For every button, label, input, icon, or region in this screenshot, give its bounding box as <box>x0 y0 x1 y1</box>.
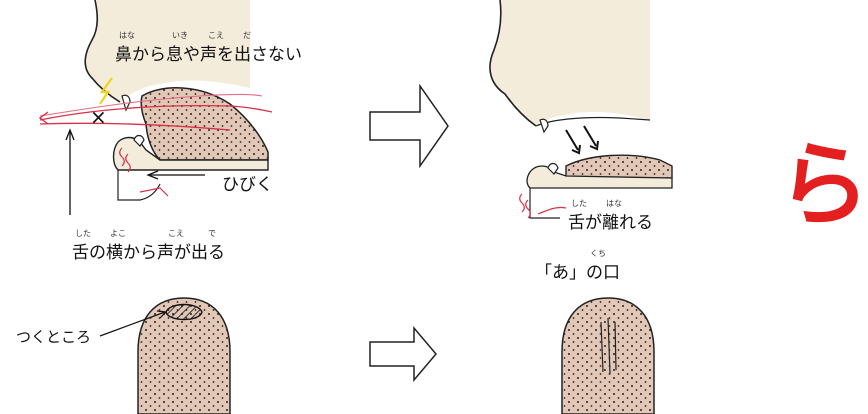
label-contact-point: つくところ <box>16 326 91 347</box>
label-no-nasal-breath: 鼻から息や声を出さない <box>115 40 302 65</box>
mouth-side-view-after <box>490 0 672 218</box>
big-kana-ra: ら <box>778 140 868 232</box>
label-a-mouth: 「あ」の口 <box>535 258 620 283</box>
label-side-voice: 舌の横から声が出る <box>72 238 225 263</box>
label-tongue-release: 舌が離れる <box>568 208 653 233</box>
right-arrow-icon <box>370 86 448 166</box>
tongue-top-view-released <box>562 298 654 414</box>
right-arrow-icon <box>370 328 436 380</box>
label-hibiku: ひびく <box>222 170 273 195</box>
cross-mark: × <box>90 105 107 129</box>
tongue-top-view-contact <box>100 298 230 414</box>
